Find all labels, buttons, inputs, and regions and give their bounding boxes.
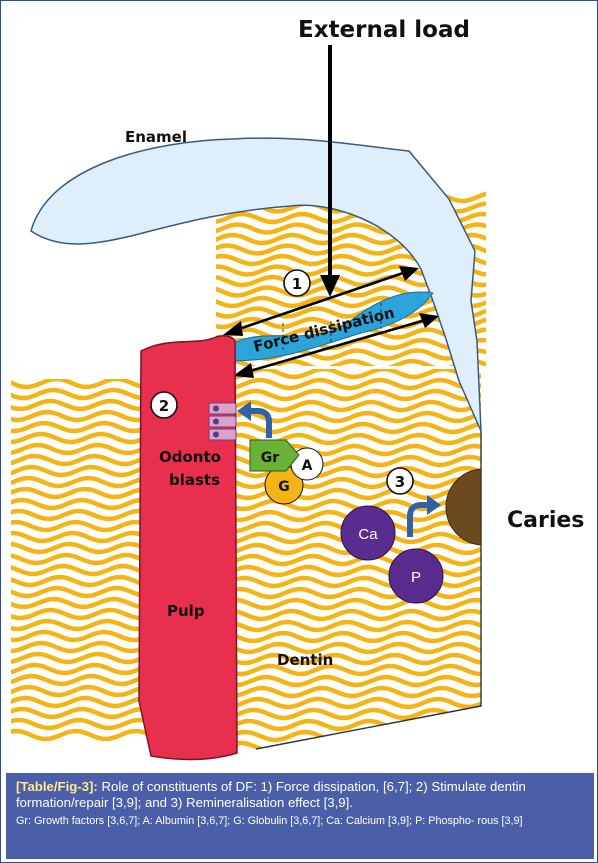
odontoblasts-label-line1: Odonto xyxy=(159,448,221,466)
external-load-arrow xyxy=(320,45,340,297)
caption-tag: [Table/Fig-3]: xyxy=(16,779,98,794)
dentin-tubule xyxy=(233,586,481,600)
dentin-tubule xyxy=(233,608,481,622)
dentin-tubule xyxy=(11,684,146,698)
caries-label: Caries xyxy=(507,508,584,533)
dentin-tubule xyxy=(11,409,146,423)
external-load-label: External load xyxy=(298,17,470,43)
dentin-tubule xyxy=(11,519,146,533)
dentin-tubule xyxy=(11,497,146,511)
dentin-tubule xyxy=(11,552,146,566)
dentin-tubule xyxy=(11,475,146,489)
remineralisation-arrow xyxy=(407,495,441,537)
dentin-tubule xyxy=(233,597,481,611)
phosphorus-label: P xyxy=(411,569,421,586)
calcium-label: Ca xyxy=(358,526,378,543)
dentin-tubule xyxy=(233,575,481,589)
caption-text: Role of constituents of DF: 1) Force dis… xyxy=(16,779,526,810)
dentin-tubule xyxy=(11,717,146,731)
dentin-tubule xyxy=(11,398,146,412)
marker-2: 2 xyxy=(159,397,169,415)
dentin-tubule xyxy=(233,564,481,578)
dentin-tubule xyxy=(11,530,146,544)
dentin-tubule xyxy=(11,387,146,401)
enamel-label: Enamel xyxy=(125,128,187,146)
dissipation-double-arrows xyxy=(223,266,439,378)
dentin-tubule xyxy=(11,607,146,621)
dentin-tubule xyxy=(233,399,481,413)
dentin-tubule xyxy=(11,508,146,522)
dentin-tubule xyxy=(11,379,146,390)
dentin-tubule xyxy=(11,541,146,555)
dentin-tubule xyxy=(233,685,481,699)
dentin-tubule xyxy=(233,696,481,710)
caption-abbreviations: Gr: Growth factors [3,6,7]; A: Albumin [… xyxy=(16,815,523,827)
dentin-tubule xyxy=(11,574,146,588)
dentin-tubule xyxy=(11,442,146,456)
dentin-tubule xyxy=(11,673,146,687)
marker-3-circle xyxy=(386,467,414,495)
caries-lesion xyxy=(445,468,482,546)
dentin-tubule xyxy=(233,729,481,743)
marker-1-circle xyxy=(283,269,311,297)
dentin-tubule xyxy=(233,388,481,402)
dentin-tubule xyxy=(11,651,146,665)
dentin-tubule xyxy=(11,431,146,445)
dentin-tubule xyxy=(11,662,146,676)
marker-1: 1 xyxy=(292,275,302,293)
dentin-tubule xyxy=(233,641,481,655)
albumin-label: A xyxy=(302,458,313,474)
stimulus-arrow xyxy=(237,401,272,438)
dentinal-fluid-diagram: Force dissipation External load Enamel P… xyxy=(11,17,584,761)
dentin-tubule xyxy=(11,695,146,709)
dentin-tubule xyxy=(11,629,146,643)
caption-main: [Table/Fig-3]: Role of constituents of D… xyxy=(16,779,584,811)
dentin-tubule xyxy=(11,486,146,500)
dentin-tubule xyxy=(233,619,481,633)
enamel-layer xyxy=(30,137,482,432)
dentin-tubule xyxy=(216,358,486,366)
dentin-tubule xyxy=(233,663,481,677)
dentin-tubule xyxy=(233,652,481,666)
dentin-tubule xyxy=(11,420,146,434)
calcium-circle xyxy=(340,505,396,561)
growth-factor-shape xyxy=(249,439,300,472)
dentin-tubules xyxy=(11,191,486,749)
globulin-label: G xyxy=(278,479,290,495)
odontoblasts-label-line2: blasts xyxy=(169,471,220,489)
dentin-tubule xyxy=(11,464,146,478)
force-dissipation-band xyxy=(228,291,434,362)
dentin-tubule xyxy=(233,718,481,732)
figure-caption: [Table/Fig-3]: Role of constituents of D… xyxy=(6,773,594,859)
dentin-tubule xyxy=(233,369,481,380)
dentin-tubule xyxy=(11,563,146,577)
dentin-tubule xyxy=(233,553,481,567)
marker-2-circle xyxy=(150,391,178,419)
dentin-tubule xyxy=(11,640,146,654)
dentin-tubule xyxy=(233,377,481,391)
dentin-label: Dentin xyxy=(277,651,333,669)
dentin-tubule xyxy=(11,453,146,467)
odontoblast-cells xyxy=(208,402,237,441)
dentin-tubule xyxy=(11,728,146,741)
growth-factor-label: Gr xyxy=(261,450,279,466)
dentin-tubule xyxy=(233,707,481,721)
pulp-label: Pulp xyxy=(167,602,205,620)
marker-3: 3 xyxy=(395,473,405,491)
dentin-tubule xyxy=(11,596,146,610)
dentin-tubule xyxy=(11,585,146,599)
dentin-tubule xyxy=(233,674,481,688)
pulp-chamber xyxy=(138,335,238,761)
dentin-tubule xyxy=(11,618,146,632)
dentin-tubule xyxy=(11,706,146,720)
dentin-tubule xyxy=(233,630,481,644)
phosphorus-circle xyxy=(388,548,444,604)
